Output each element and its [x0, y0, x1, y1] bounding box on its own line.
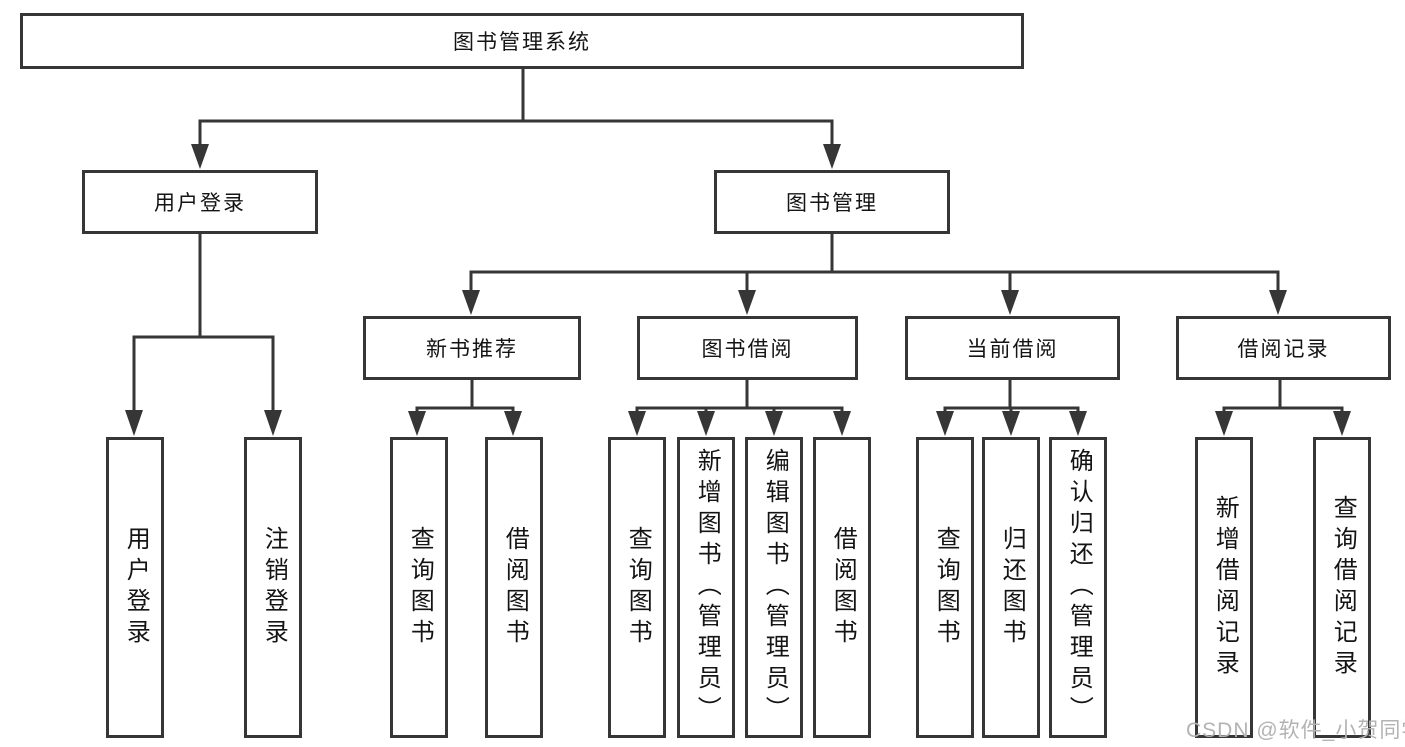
node-borrowing-records: 借阅记录 [1176, 316, 1391, 380]
node-current-borrowing: 当前借阅 [905, 316, 1120, 380]
node-new-book-recommendation: 新书推荐 [363, 316, 581, 380]
leaf-query-books-borrow: 查询图书 [608, 437, 666, 738]
leaf-return-books: 归还图书 [982, 437, 1040, 738]
leaf-add-books-admin: 新增图书（管理员） [677, 437, 735, 738]
leaf-user-login: 用户登录 [106, 437, 164, 738]
edge-book-borrowing-children [628, 380, 851, 436]
edge-user-login-children [125, 234, 282, 436]
node-book-borrowing: 图书借阅 [637, 316, 858, 380]
leaf-borrow-books: 借阅图书 [813, 437, 871, 738]
edge-root-to-level2 [191, 69, 841, 169]
edge-borrowing-records-children [1215, 380, 1351, 436]
leaf-query-books-current: 查询图书 [916, 437, 974, 738]
leaf-edit-books-admin: 编辑图书（管理员） [745, 437, 803, 738]
edge-current-borrowing-children [936, 380, 1087, 436]
leaf-add-borrow-record: 新增借阅记录 [1195, 437, 1253, 738]
edge-new-book-recommendation-children [408, 380, 522, 436]
leaf-borrow-books-recommend: 借阅图书 [485, 437, 543, 738]
node-library-system: 图书管理系统 [20, 13, 1024, 69]
leaf-logout-login: 注销登录 [244, 437, 302, 738]
node-user-login: 用户登录 [82, 170, 318, 234]
watermark: CSDN @软件_小贺同学 [1186, 719, 1405, 742]
leaf-query-books-recommend: 查询图书 [390, 437, 448, 738]
node-book-management: 图书管理 [714, 170, 950, 234]
leaf-confirm-return-admin: 确认归还（管理员） [1049, 437, 1107, 738]
leaf-query-borrow-record: 查询借阅记录 [1313, 437, 1371, 738]
edge-book-management-children [462, 234, 1287, 315]
